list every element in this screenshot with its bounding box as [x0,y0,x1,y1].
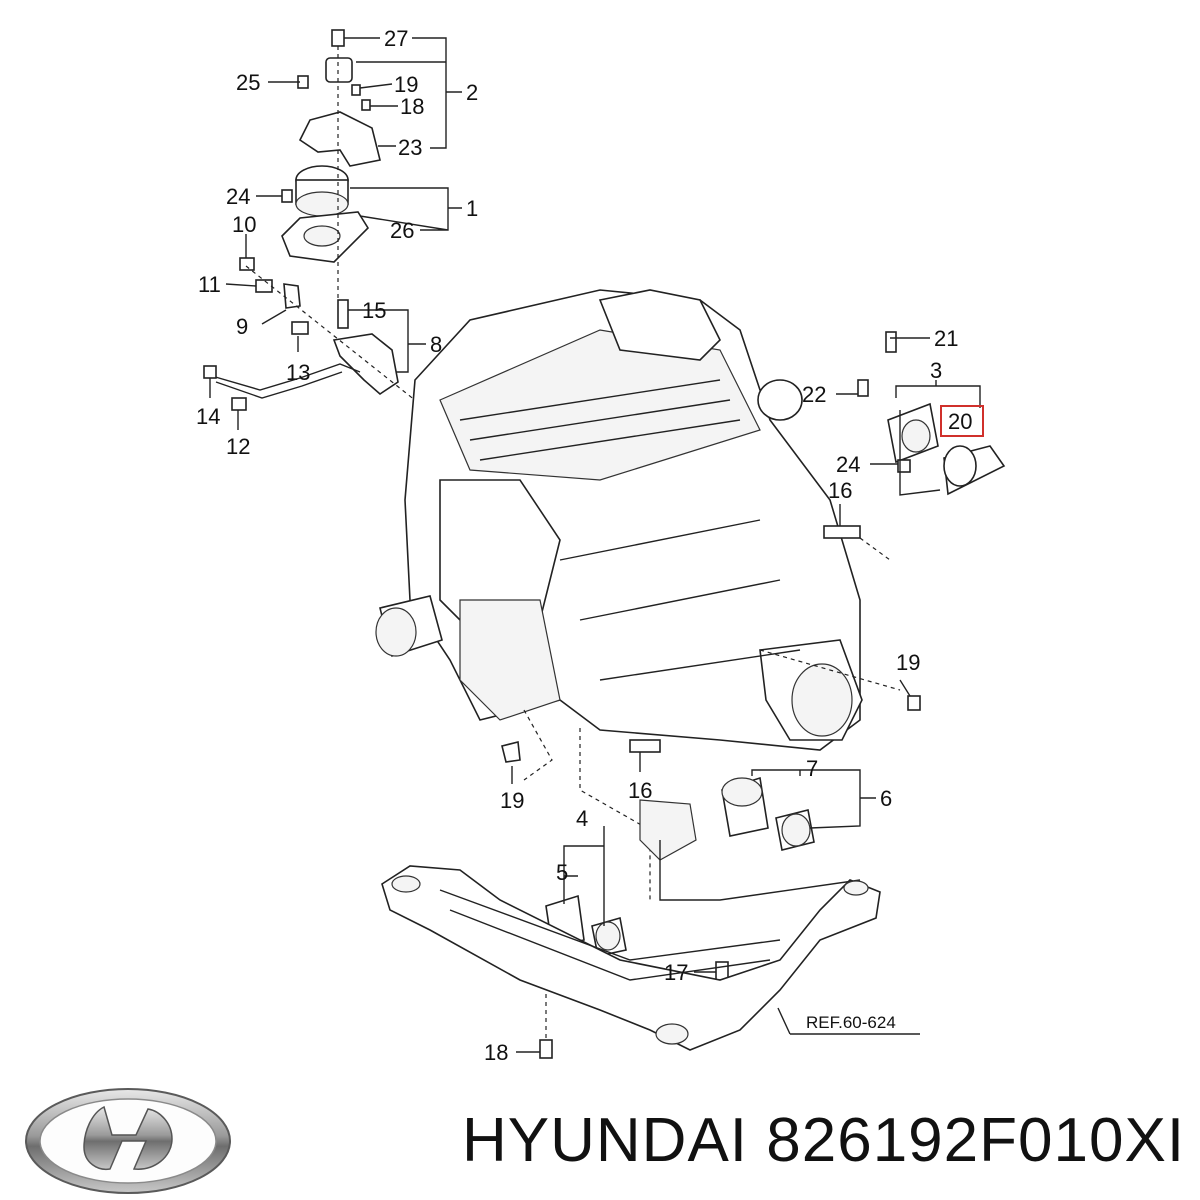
callout-8: 8 [430,332,442,357]
hyundai-logo-icon [25,1088,231,1194]
subframe-body [381,865,881,1051]
callout-15: 15 [362,298,386,323]
callout-11: 11 [198,272,221,297]
callout-7: 7 [806,756,818,781]
callout-10: 10 [232,212,256,237]
callout-labels: 27 2 25 19 18 23 24 1 26 10 11 9 15 8 13… [196,26,984,1060]
callout-4: 4 [576,806,588,831]
upper-mount-assembly [281,29,381,300]
callout-3: 3 [930,358,942,383]
callout-23: 23 [398,135,422,160]
oil-filter-face [375,607,417,657]
catalytic-converter [459,599,561,721]
stud-15 [337,299,349,329]
left-bracket-group [203,257,441,421]
callout-16: 16 [828,478,852,503]
callout-19: 19 [394,72,418,97]
right-mount-group [857,331,1006,496]
nut-19b [907,695,921,711]
callout-27: 27 [384,26,408,51]
bolt-12 [231,397,247,411]
bolt-18 [361,99,371,111]
bolt-18b [539,1039,553,1059]
cylinder-head [439,329,761,481]
transmission-face [791,663,853,737]
bolt-22 [857,379,869,397]
callout-17: 17 [664,960,688,985]
subframe-mount-pad [639,799,697,861]
clip-9 [283,283,301,309]
bushing [325,57,353,83]
callout-6: 6 [880,786,892,811]
highlight-box-20 [940,405,984,437]
callout-9: 9 [236,314,248,339]
bolt-16a [823,525,861,539]
engine-assembly [375,289,863,751]
callout-24: 24 [226,184,250,209]
callout-18-lower: 18 [484,1040,508,1060]
engine-mount-exploded-diagram: 27 2 25 19 18 23 24 1 26 10 11 9 15 8 13… [196,26,1006,1060]
bracket-8 [332,333,399,396]
callout-25: 25 [236,70,260,95]
bolt-24 [281,189,293,203]
nut-19c [501,741,521,763]
bolt-24b [897,459,911,473]
callout-2: 2 [466,80,478,105]
throttle-body [598,289,721,361]
bolt-27 [331,29,345,47]
hose-line [211,363,361,391]
callout-22: 22 [802,382,826,407]
bolt-16b [629,739,661,753]
callout-1: 1 [466,196,478,221]
callout-26: 26 [390,218,414,243]
bracket-20-ring [943,445,977,487]
nut-19 [351,84,361,96]
nut-14 [203,365,217,379]
callout-19-lower: 19 [500,788,524,813]
callout-19-right: 19 [896,650,920,675]
callout-20: 20 [948,409,972,434]
subframe [381,799,881,1051]
callout-21: 21 [934,326,958,351]
callout-12: 12 [226,434,250,459]
callout-18: 18 [400,94,424,119]
callout-5: 5 [556,860,568,885]
bracket-23 [298,111,381,167]
intake-port [757,379,803,421]
mount-bottom [295,191,349,217]
gasket-hole [303,225,341,247]
callout-14: 14 [196,404,220,429]
callout-24-right: 24 [836,452,860,477]
callout-16-lower: 16 [628,778,652,803]
part-number-caption: HYUNDAI 826192F010XI [462,1106,1186,1175]
bolt-10 [239,257,255,271]
bolt-21 [885,331,897,353]
bolt-11 [255,279,273,293]
bolt-13 [291,321,309,335]
callout-13: 13 [286,360,310,385]
leader-lines [209,37,981,1053]
reference-note: REF.60-624 [806,1013,896,1032]
